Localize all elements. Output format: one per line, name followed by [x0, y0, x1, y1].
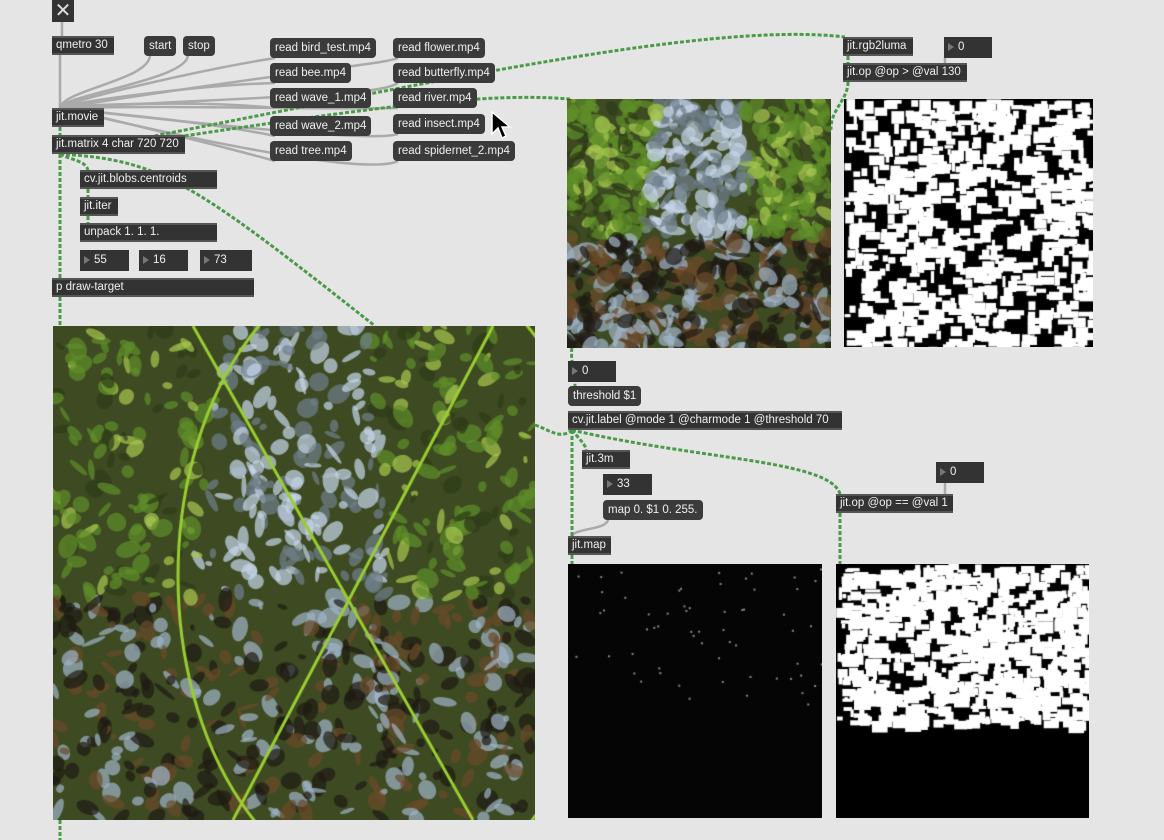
read-tree-message[interactable]: read tree.mp4: [270, 141, 352, 161]
start-message[interactable]: start: [144, 36, 177, 56]
read-butterfly-message[interactable]: read butterfly.mp4: [393, 63, 495, 83]
cv-label-object[interactable]: cv.jit.label @mode 1 @charmode 1 @thresh…: [568, 411, 842, 430]
label-map-display: [568, 564, 822, 818]
river-video-display: [567, 99, 831, 348]
jit-iter-object[interactable]: jit.iter: [80, 197, 118, 216]
draw-target-subpatch[interactable]: p draw-target: [52, 278, 254, 297]
rgb2luma-object[interactable]: jit.rgb2luma: [843, 37, 913, 56]
read-river-message[interactable]: read river.mp4: [393, 88, 477, 108]
unpack-object[interactable]: unpack 1. 1. 1.: [80, 223, 217, 242]
read-flower-message[interactable]: read flower.mp4: [393, 38, 485, 58]
close-x-icon: ✕: [54, 0, 72, 22]
map-message[interactable]: map 0. $1 0. 255.: [603, 500, 703, 520]
jit-3m-object[interactable]: jit.3m: [582, 450, 630, 469]
read-bee-message[interactable]: read bee.mp4: [270, 63, 351, 83]
read-wave-1-message[interactable]: read wave_1.mp4: [270, 88, 372, 108]
main-video-display: [53, 326, 535, 820]
read-insect-message[interactable]: read insect.mp4: [393, 114, 485, 134]
mouse-cursor-icon: [491, 110, 512, 140]
read-wave-2-message[interactable]: read wave_2.mp4: [270, 116, 372, 136]
number-box-y[interactable]: 16: [139, 250, 188, 271]
label-select-display: [836, 564, 1089, 818]
number-box-x[interactable]: 55: [80, 250, 129, 271]
luma-threshold-display: [844, 99, 1093, 347]
equal-number-box[interactable]: 0: [936, 462, 984, 483]
op-equal-object[interactable]: jit.op @op == @val 1: [836, 494, 953, 513]
jit-movie-object[interactable]: jit.movie: [52, 108, 104, 127]
threshold-message[interactable]: threshold $1: [568, 386, 642, 406]
jit-map-object[interactable]: jit.map: [568, 536, 611, 555]
threshold-number-box[interactable]: 0: [568, 361, 616, 382]
luma-number-box[interactable]: 0: [944, 37, 992, 58]
qmetro-object[interactable]: qmetro 30: [52, 36, 114, 55]
jit-matrix-object[interactable]: jit.matrix 4 char 720 720: [52, 135, 185, 154]
read-spidernet-2-message[interactable]: read spidernet_2.mp4: [393, 141, 515, 161]
close-button[interactable]: ✕: [52, 0, 74, 22]
op-greater-object[interactable]: jit.op @op > @val 130: [843, 63, 967, 82]
stop-message[interactable]: stop: [183, 36, 215, 56]
number-box-z[interactable]: 73: [200, 250, 252, 271]
map-number-box[interactable]: 33: [603, 474, 652, 495]
blobs-centroids-object[interactable]: cv.jit.blobs.centroids: [80, 170, 217, 189]
read-bird-test-message[interactable]: read bird_test.mp4: [270, 38, 376, 58]
